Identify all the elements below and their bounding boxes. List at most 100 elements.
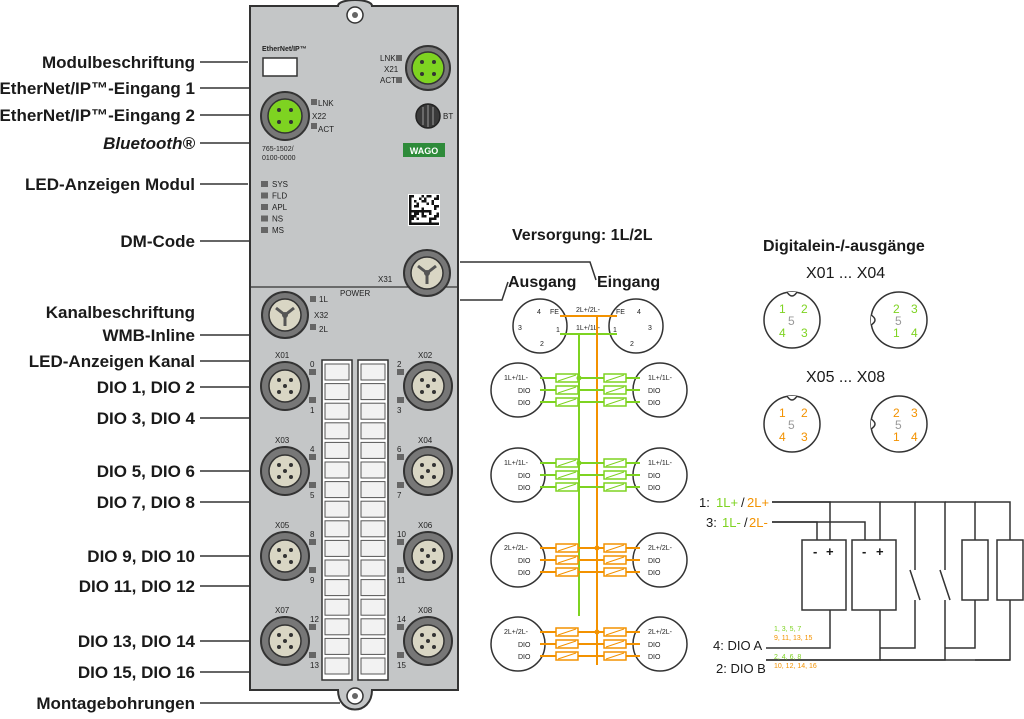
port-pin xyxy=(289,560,293,564)
channel-led xyxy=(397,624,404,630)
port-label: X07 xyxy=(275,606,290,615)
wmb-cell xyxy=(360,363,386,381)
dm-cell xyxy=(414,200,417,203)
dm-cell xyxy=(434,205,437,208)
wmb-cell xyxy=(360,383,386,401)
row-tag: 1L+/1L- xyxy=(504,460,529,467)
wmb-cell xyxy=(324,579,350,597)
port-pin xyxy=(420,645,424,649)
led-apl xyxy=(261,204,268,210)
port-label: X03 xyxy=(275,436,290,445)
pin-number: 2 xyxy=(893,302,900,316)
bt-label: BT xyxy=(443,112,453,121)
led-label-ns: NS xyxy=(272,215,283,224)
label-wmb-inline: WMB-Inline xyxy=(102,326,195,345)
wmb-cell xyxy=(360,481,386,499)
dm-cell xyxy=(424,200,427,203)
row-diode xyxy=(605,628,625,636)
wire-m-slash: / xyxy=(744,515,748,530)
wire-l-orange: 2L+ xyxy=(747,495,769,510)
p-in-fe: FE xyxy=(616,309,625,316)
pin-number: 5 xyxy=(788,418,795,432)
dm-cell xyxy=(409,207,412,210)
p-out-3: 3 xyxy=(518,325,522,332)
row-dio: DIO xyxy=(518,654,531,661)
dm-cell xyxy=(416,222,419,225)
port-pin xyxy=(277,645,281,649)
row-dio: DIO xyxy=(648,485,661,492)
pinout-key xyxy=(870,314,876,326)
port-label: X05 xyxy=(275,521,290,530)
dioa-label: 4: DIO A xyxy=(713,638,762,653)
channel-led xyxy=(397,567,404,573)
port-pin xyxy=(283,469,287,473)
power-in-connector: FE 4 3 2 1 xyxy=(608,298,664,354)
dm-cell xyxy=(414,212,417,215)
port-pin xyxy=(277,390,281,394)
p-out-1: 1 xyxy=(556,327,560,334)
dm-cell xyxy=(409,220,412,223)
port-pin xyxy=(289,633,293,637)
dm-cell xyxy=(436,215,439,218)
port-pin xyxy=(426,639,430,643)
channel-led xyxy=(397,482,404,488)
wire-l-slash: / xyxy=(741,495,745,510)
row-diode xyxy=(557,374,577,382)
dm-cell xyxy=(409,212,412,215)
row-dio: DIO xyxy=(648,473,661,480)
pinout-key xyxy=(786,395,798,401)
pinout-x05-x08: X05 ... X08 xyxy=(806,369,885,386)
wmb-cell xyxy=(324,539,350,557)
dm-cell xyxy=(431,202,434,205)
wmb-cell xyxy=(360,422,386,440)
dm-cell xyxy=(426,222,429,225)
row-tag: 2L+/2L- xyxy=(648,545,673,552)
label-dio-1-2: DIO 1, DIO 2 xyxy=(97,378,195,397)
row-dio: DIO xyxy=(648,654,661,661)
pinout-x01-x04: X01 ... X04 xyxy=(806,265,885,282)
dm-cell xyxy=(409,217,412,220)
wmb-cell xyxy=(324,461,350,479)
row-diode xyxy=(605,483,625,491)
channel-led-num: 2 xyxy=(397,360,402,369)
row-tag: 1L+/1L- xyxy=(504,375,529,382)
port-label: X06 xyxy=(418,521,433,530)
dm-cell xyxy=(429,195,432,198)
wmb-cell xyxy=(324,500,350,518)
x32-1l: 1L xyxy=(319,295,328,304)
label-montagebohrungen: Montagebohrungen xyxy=(36,694,195,713)
channel-led-num: 15 xyxy=(397,661,406,670)
dm-cell xyxy=(421,215,424,218)
dio-ports: X0101X0223X0345X0467X0589X061011X071213X… xyxy=(260,351,453,670)
port-pin xyxy=(432,475,436,479)
led-ns xyxy=(261,215,268,222)
dm-cell xyxy=(436,222,439,225)
row-node xyxy=(594,545,600,551)
row-tag: 2L+/2L- xyxy=(504,545,529,552)
label-dio-13-14: DIO 13, DIO 14 xyxy=(78,632,196,651)
port-pin xyxy=(289,463,293,467)
dm-cell xyxy=(436,195,439,198)
row-diode xyxy=(557,459,577,467)
row-diode xyxy=(557,568,577,576)
channel-led xyxy=(309,624,316,630)
dm-cell xyxy=(411,195,414,198)
row-diode xyxy=(557,386,577,394)
channel-led xyxy=(309,567,316,573)
supply-title: Versorgung: 1L/2L xyxy=(512,227,653,244)
row-diode xyxy=(605,386,625,394)
load-1 xyxy=(801,539,847,611)
wmb-cell xyxy=(360,402,386,420)
dm-cell xyxy=(409,210,412,213)
channel-led-num: 4 xyxy=(310,445,315,454)
wmb-cell xyxy=(360,579,386,597)
wmb-cell xyxy=(360,618,386,636)
dm-cell xyxy=(429,222,432,225)
load-3 xyxy=(961,539,989,601)
load2-minus: - xyxy=(862,544,866,559)
wmb-cell xyxy=(360,539,386,557)
